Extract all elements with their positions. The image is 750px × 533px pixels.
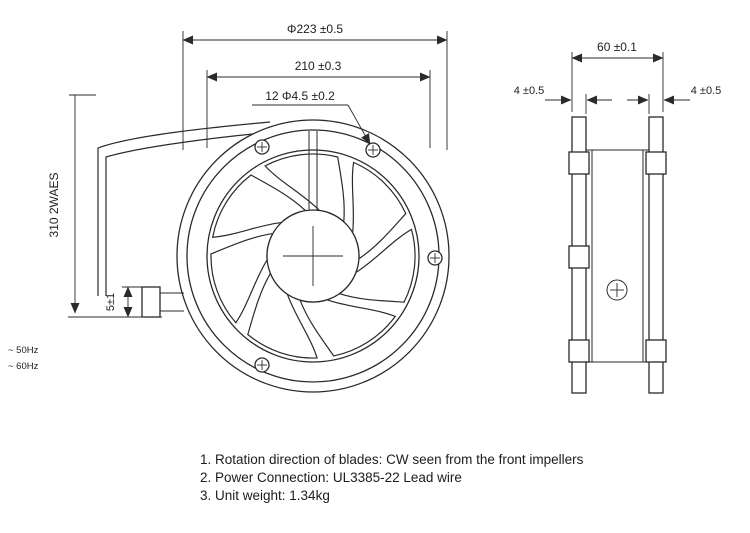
dim-terminal-label: 5±1 xyxy=(105,293,117,311)
mounting-hole xyxy=(254,139,270,155)
lead-wire-lower xyxy=(105,131,274,296)
fan-front-view: Φ223 ±0.5 210 ±0.3 12 Φ4.5 ±0.2 310 2WAE… xyxy=(8,22,450,393)
terminal-block xyxy=(141,286,161,318)
dim-holes-callout: 12 Φ4.5 ±0.2 xyxy=(252,89,371,145)
dim-lead-wire-label: 310 2WAES xyxy=(47,173,61,238)
lead-wire-upper xyxy=(97,121,271,296)
dim-outer-diameter: Φ223 ±0.5 xyxy=(182,22,448,150)
dim-flange-left-label: 4 ±0.5 xyxy=(514,85,545,97)
ground-symbol xyxy=(606,279,628,301)
note-line-1: 1. Rotation direction of blades: CW seen… xyxy=(200,452,584,467)
mounting-holes xyxy=(254,139,443,373)
note-line-3: 3. Unit weight: 1.34kg xyxy=(200,488,330,503)
freq-60hz-label: ~ 60Hz xyxy=(8,361,39,372)
mounting-hole xyxy=(427,250,443,266)
dim-depth-label: 60 ±0.1 xyxy=(597,40,637,54)
mounting-hole xyxy=(365,142,381,158)
dim-holes-label: 12 Φ4.5 ±0.2 xyxy=(265,89,335,103)
dim-flange-left: 4 ±0.5 xyxy=(514,85,612,114)
note-line-2: 2. Power Connection: UL3385-22 Lead wire xyxy=(200,470,462,485)
dim-lead-wire: 310 2WAES xyxy=(47,94,162,318)
dim-flange-right: 4 ±0.5 xyxy=(627,85,721,114)
dim-hole-pitch: 210 ±0.3 xyxy=(206,59,431,148)
dim-depth: 60 ±0.1 xyxy=(571,40,664,112)
flange-hole-sections xyxy=(568,151,667,363)
dim-hole-pitch-label: 210 ±0.3 xyxy=(295,59,342,73)
freq-50hz-label: ~ 50Hz xyxy=(8,345,39,356)
notes-block: 1. Rotation direction of blades: CW seen… xyxy=(200,452,584,503)
flange-right xyxy=(648,116,664,394)
mounting-hole xyxy=(254,357,270,373)
dim-outer-diameter-label: Φ223 ±0.5 xyxy=(287,22,344,36)
fan-side-view: 60 ±0.1 4 ±0.5 4 ±0.5 xyxy=(514,40,721,394)
dim-flange-right-label: 4 ±0.5 xyxy=(691,85,722,97)
dim-terminal: 5±1 xyxy=(105,286,142,318)
